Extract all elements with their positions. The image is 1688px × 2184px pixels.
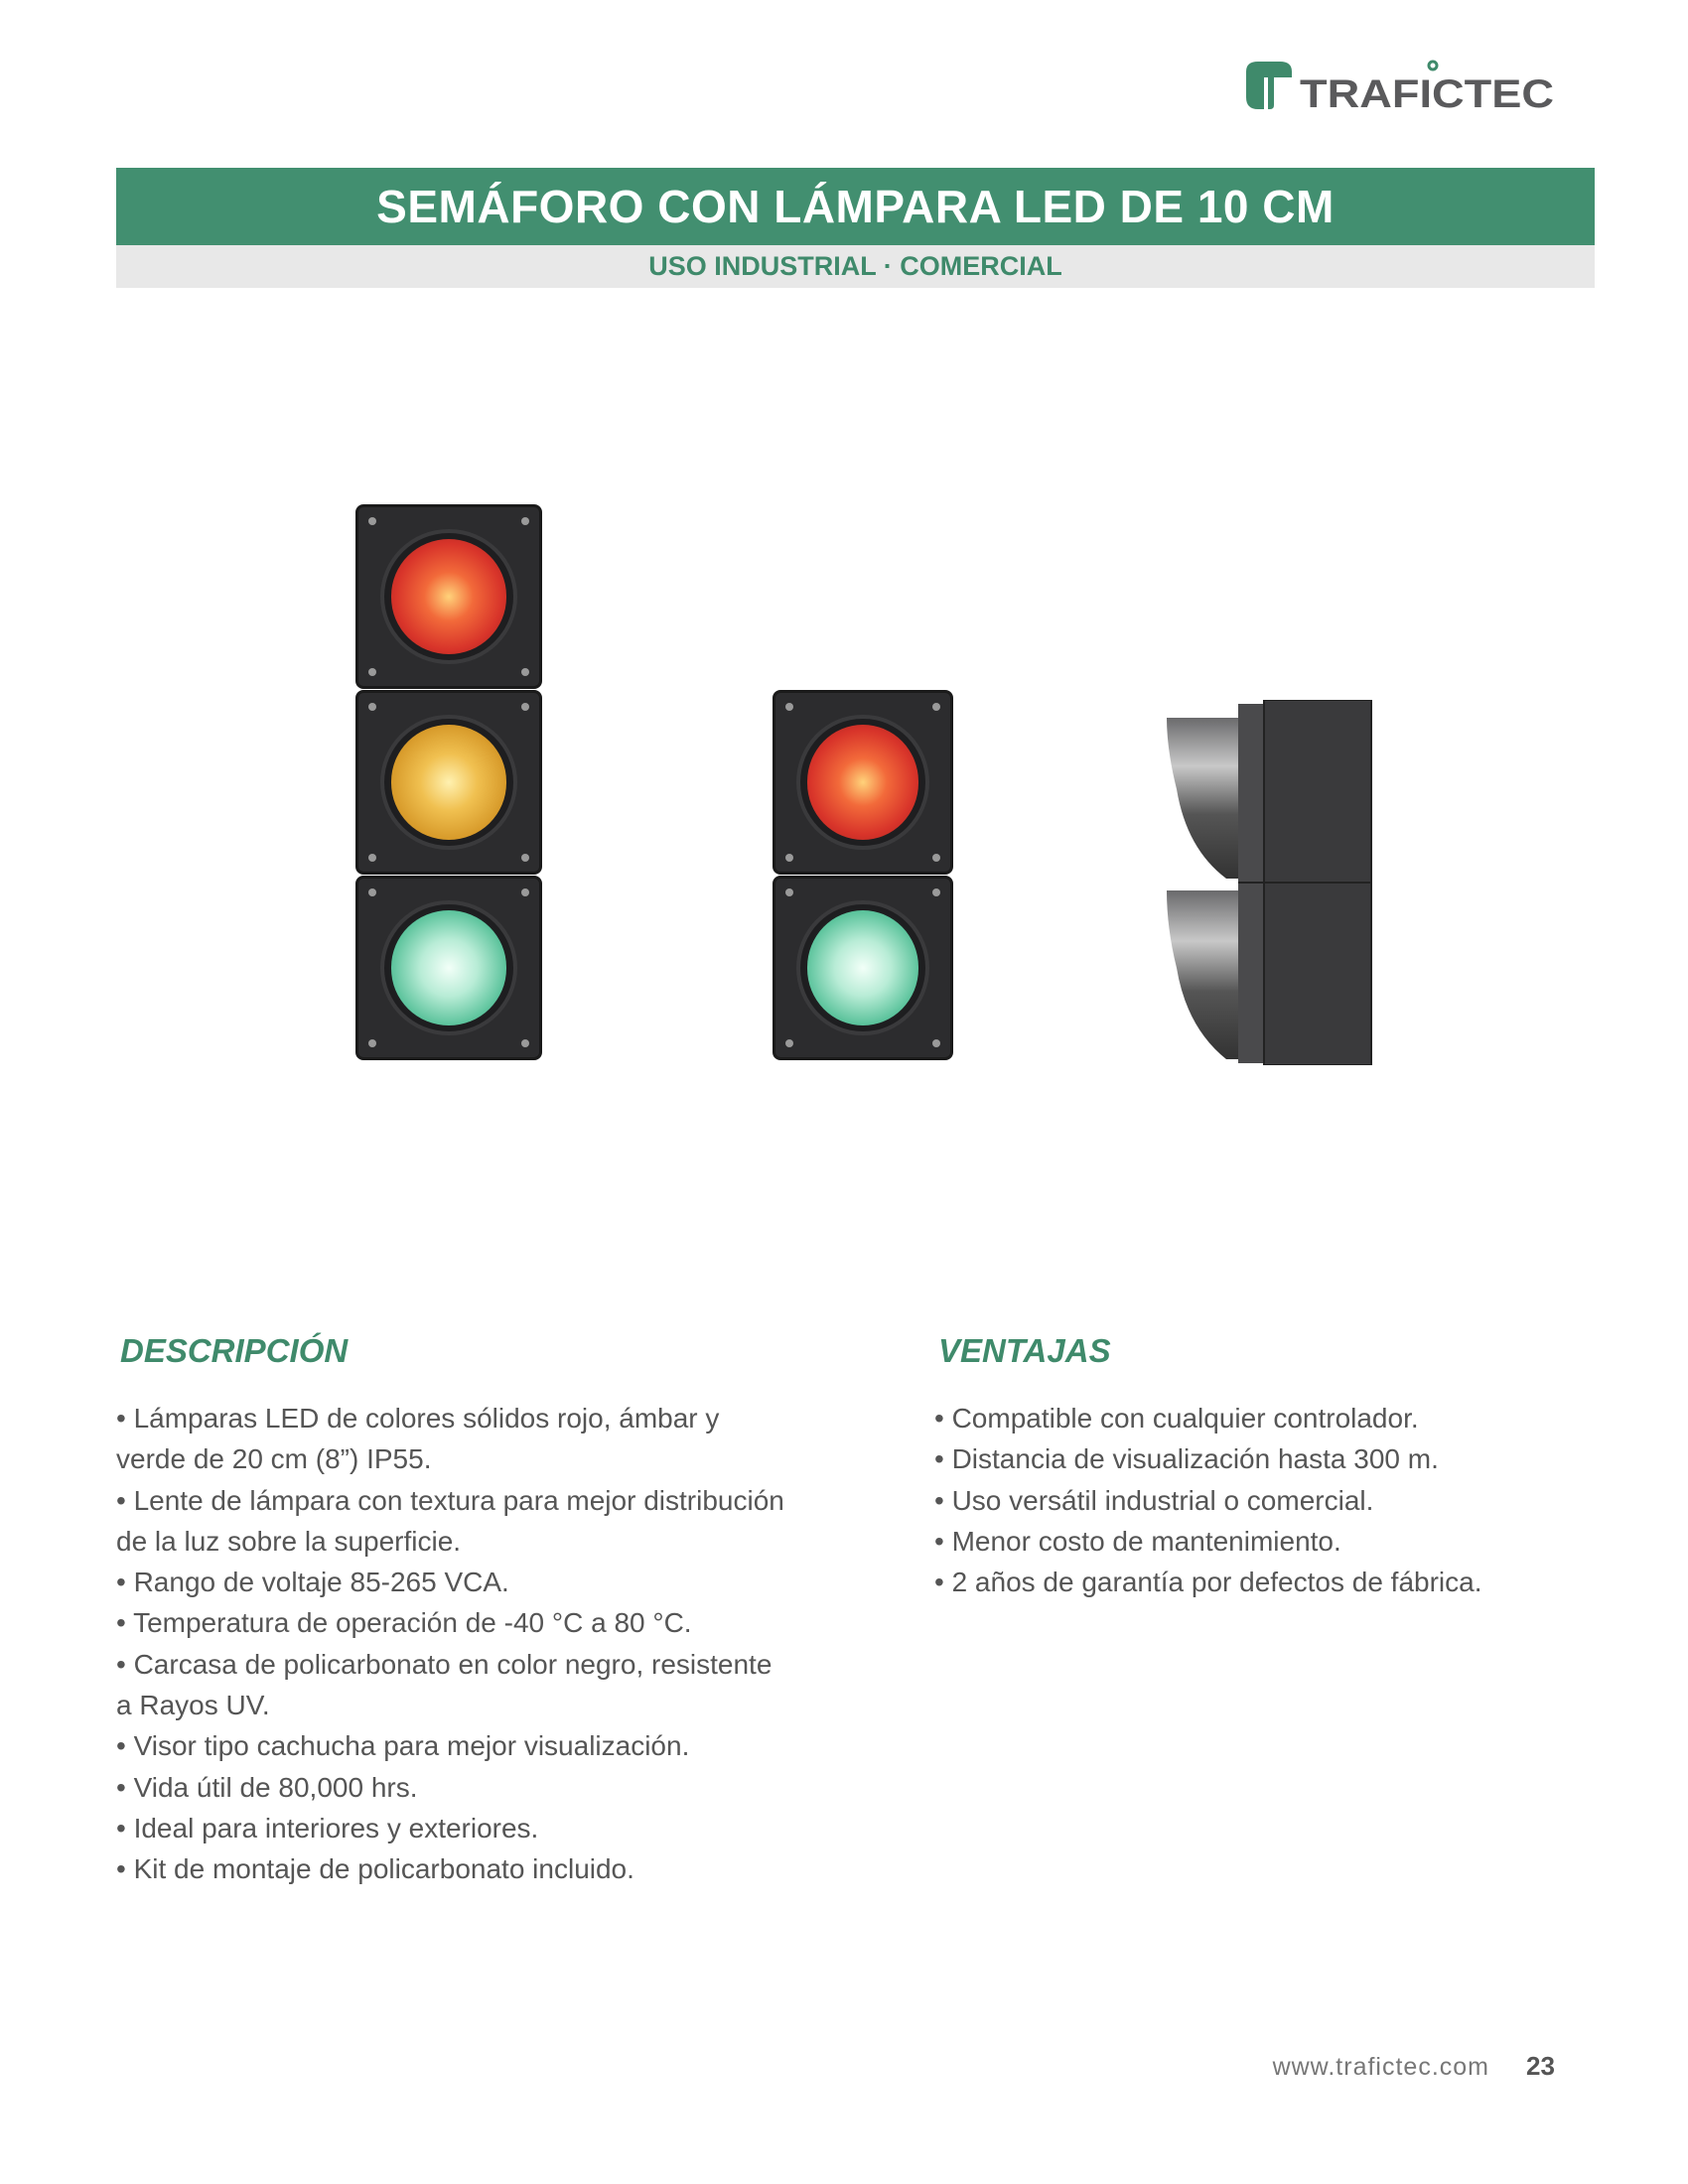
ventajas-heading: VENTAJAS [938, 1332, 1111, 1369]
traffic-light-side-view [1167, 699, 1373, 1066]
list-item: • Menor costo de mantenimiento. [934, 1525, 1341, 1557]
lamp-module-red [773, 690, 953, 875]
lamp-module-red [355, 504, 542, 689]
page-number: 23 [1526, 2051, 1555, 2081]
list-item: • Distancia de visualización hasta 300 m… [934, 1443, 1439, 1475]
traffic-light-2-lamp [773, 690, 953, 1060]
list-item: • Lámparas LED de colores sólidos rojo, … [116, 1403, 720, 1475]
list-item: • Carcasa de policarbonato en color negr… [116, 1648, 773, 1721]
list-item: • Temperatura de operación de -40 °C a 8… [116, 1607, 692, 1639]
traffic-light-3-lamp [355, 504, 542, 1060]
descripcion-heading: DESCRIPCIÓN [120, 1332, 349, 1369]
lamp-module-amber [355, 690, 542, 875]
svg-text:TRAFICTEC: TRAFICTEC [1300, 72, 1554, 113]
list-item: • Compatible con cualquier controlador. [934, 1403, 1419, 1433]
list-item: • Vida útil de 80,000 hrs. [116, 1771, 418, 1803]
list-item: • Lente de lámpara con textura para mejo… [116, 1484, 784, 1557]
list-item: • Kit de montaje de policarbonato inclui… [116, 1853, 634, 1885]
list-item: • Uso versátil industrial o comercial. [934, 1484, 1374, 1516]
page-title: SEMÁFORO CON LÁMPARA LED DE 10 CM [116, 168, 1595, 245]
trafictec-logo: TRAFICTEC [1244, 58, 1562, 116]
lamp-module-green [773, 876, 953, 1060]
list-item: • Rango de voltaje 85-265 VCA. [116, 1567, 509, 1598]
list-item: • 2 años de garantía por defectos de fáb… [934, 1567, 1482, 1598]
ventajas-list: • Compatible con cualquier controlador. … [934, 1398, 1610, 1602]
lamp-module-green [355, 876, 542, 1060]
footer-website-link[interactable]: www.trafictec.com [1272, 2053, 1489, 2081]
page-subtitle: USO INDUSTRIAL · COMERCIAL [116, 245, 1595, 288]
list-item: • Ideal para interiores y exteriores. [116, 1812, 539, 1843]
descripcion-list: • Lámparas LED de colores sólidos rojo, … [116, 1398, 791, 1890]
list-item: • Visor tipo cachucha para mejor visuali… [116, 1730, 690, 1762]
